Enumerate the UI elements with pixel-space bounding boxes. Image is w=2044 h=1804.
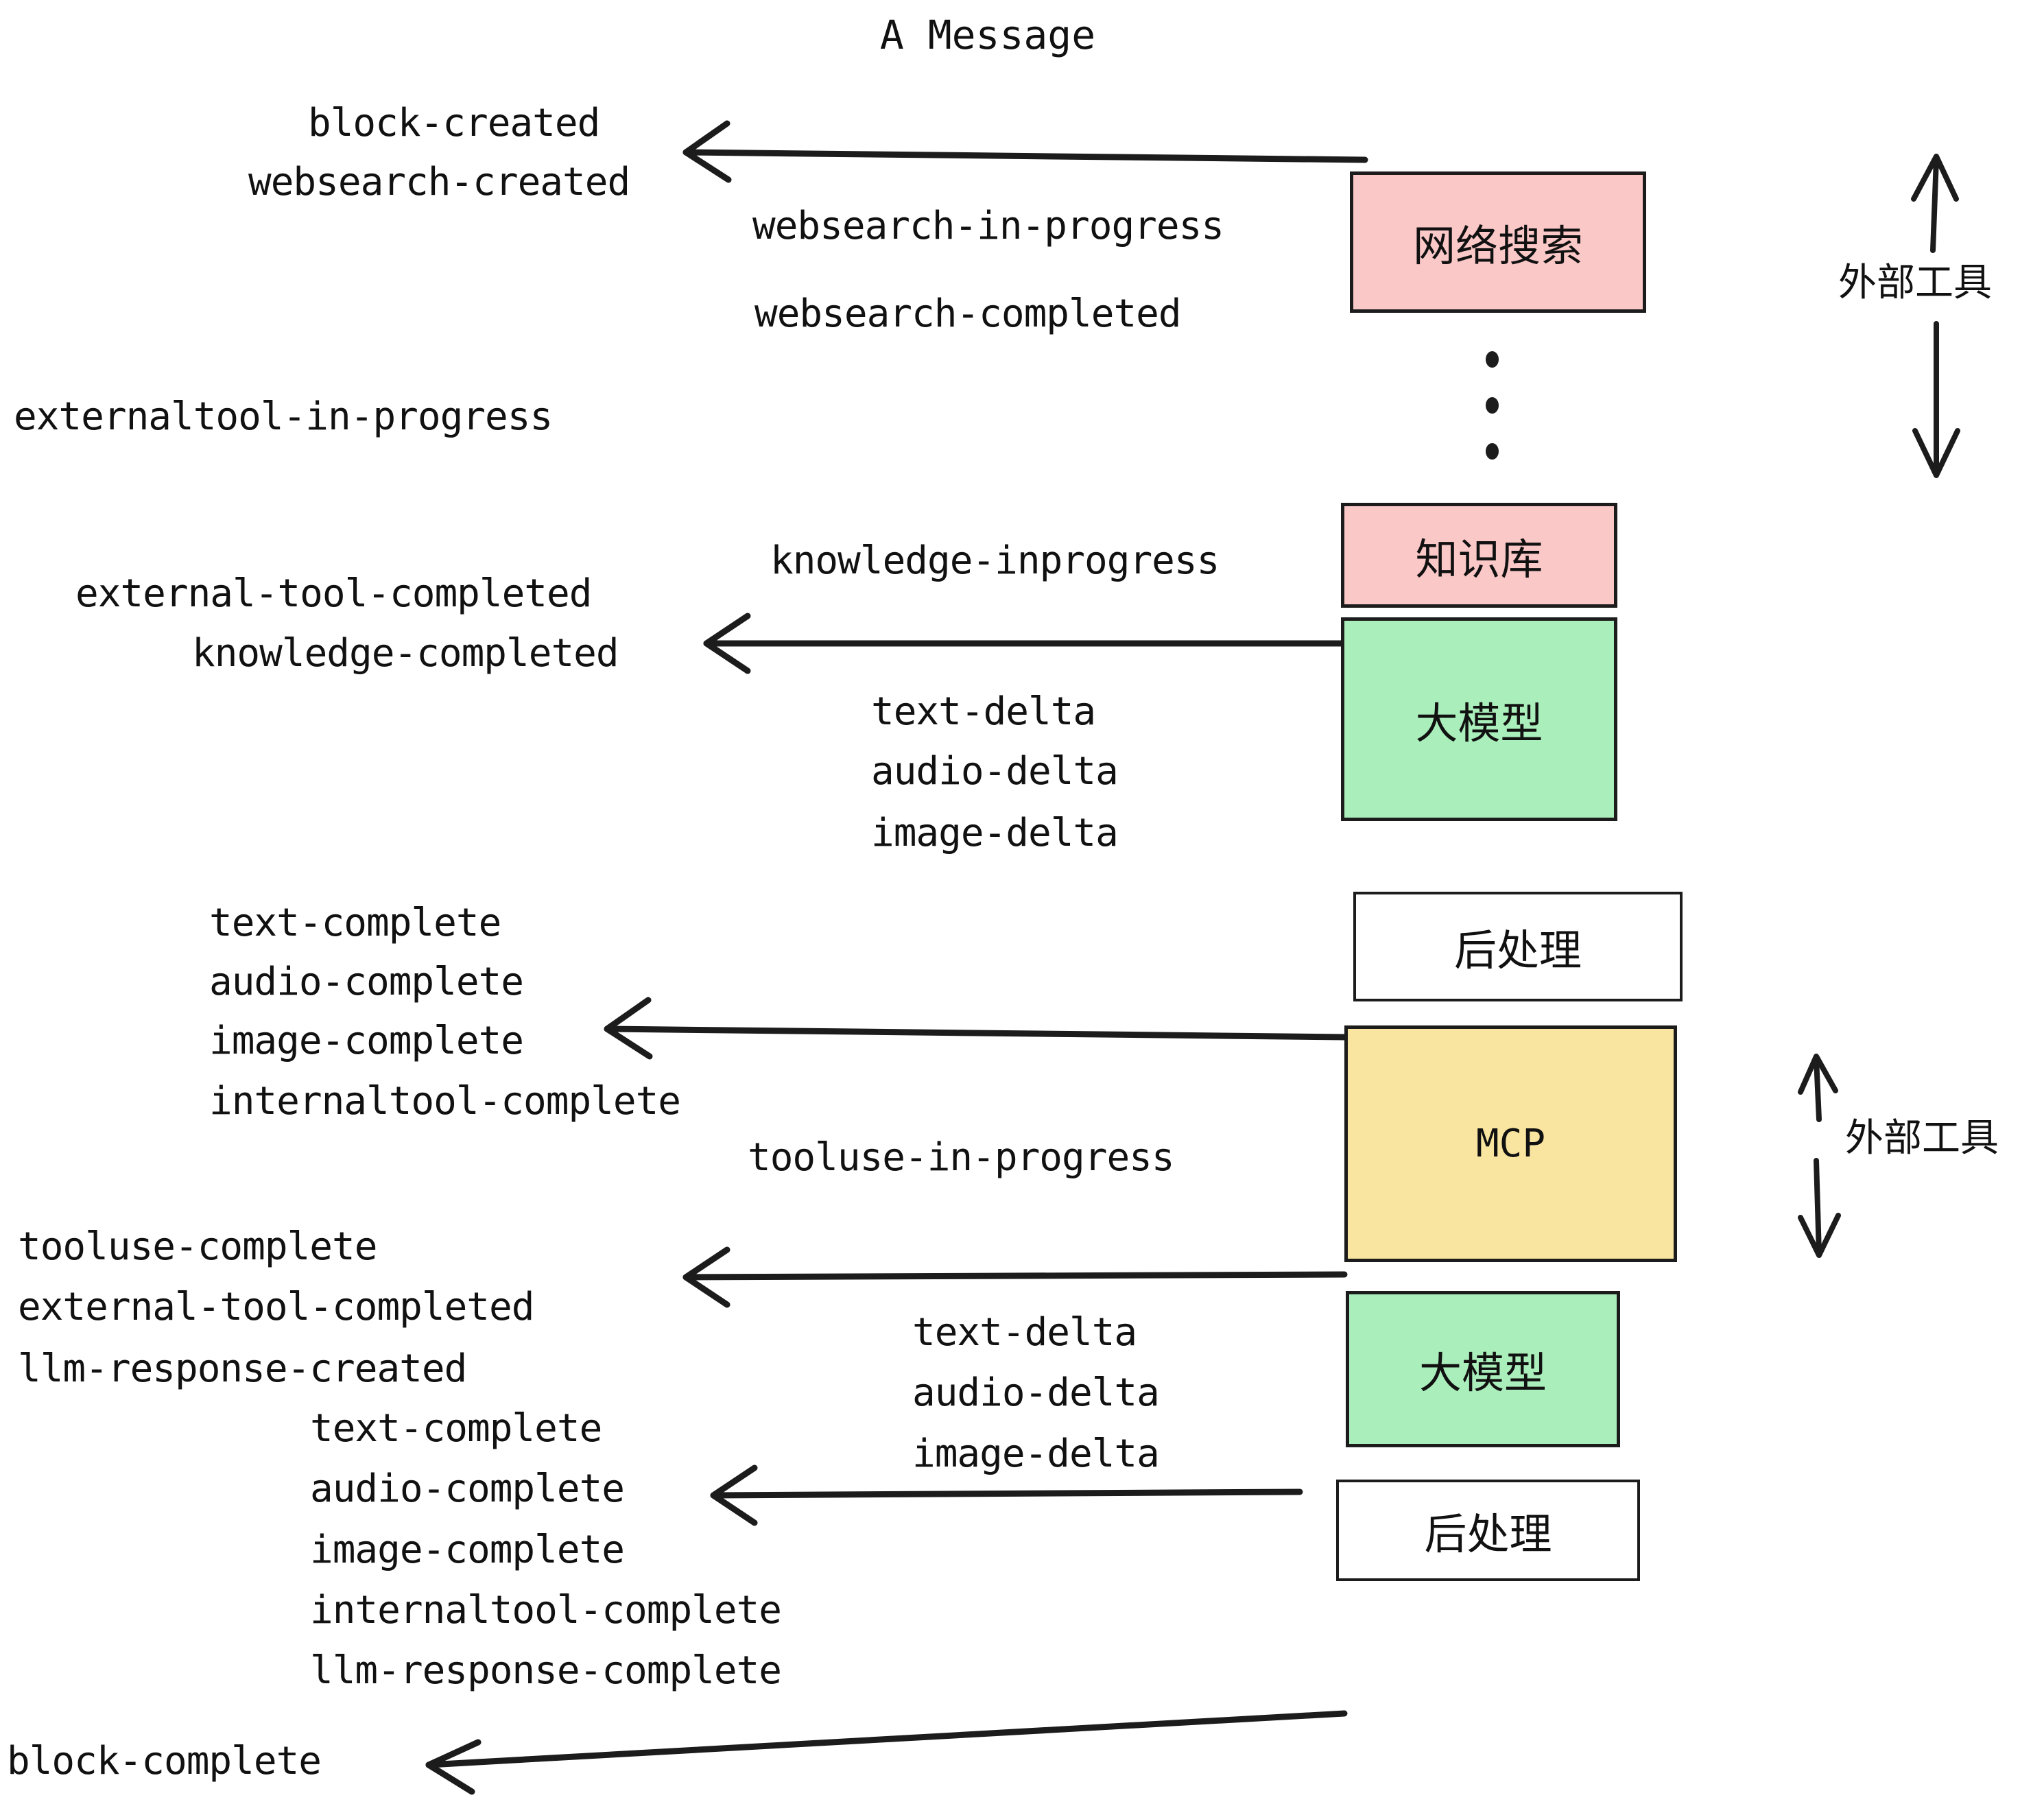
event-audio-complete-2: audio-complete <box>310 1467 625 1511</box>
event-tooluse-complete: tooluse-complete <box>18 1224 377 1269</box>
event-block-complete: block-complete <box>7 1739 322 1783</box>
node-mcp[interactable]: MCP <box>1344 1025 1677 1262</box>
event-audio-delta-1: audio-delta <box>871 749 1119 794</box>
arrow-block-complete <box>425 1710 1348 1795</box>
node-postprocess-first-label: 后处理 <box>1453 925 1582 975</box>
event-websearch-in-progress: websearch-in-progress <box>752 204 1224 248</box>
external-tool-label-top: 外部工具 <box>1838 261 1992 305</box>
event-image-complete-1: image-complete <box>209 1019 524 1063</box>
event-image-delta-1: image-delta <box>871 811 1119 855</box>
external-tool-range-top <box>1911 154 1960 478</box>
event-external-tool-completed-2: external-tool-completed <box>18 1285 534 1329</box>
node-knowledge[interactable]: 知识库 <box>1341 503 1617 608</box>
arrow-knowledge-completed <box>703 613 1368 674</box>
arrow-image-complete <box>604 997 1348 1060</box>
external-tool-range-bottom <box>1798 1054 1841 1258</box>
external-tool-label-bottom: 外部工具 <box>1845 1116 1999 1161</box>
ellipsis-dot <box>1485 397 1499 414</box>
event-audio-complete-1: audio-complete <box>209 960 524 1004</box>
diagram-title: A Message <box>879 12 1096 58</box>
arrow-tooluse-complete <box>682 1246 1348 1308</box>
node-postprocess-second-label: 后处理 <box>1424 1509 1552 1559</box>
event-image-delta-2: image-delta <box>912 1432 1160 1476</box>
node-llm-second[interactable]: 大模型 <box>1346 1291 1620 1447</box>
event-internaltool-complete-1: internaltool-complete <box>209 1079 681 1124</box>
event-block-created: block-created <box>308 101 600 145</box>
node-mcp-label: MCP <box>1475 1121 1546 1166</box>
node-postprocess-second[interactable]: 后处理 <box>1336 1480 1640 1581</box>
arrow-audio-complete <box>710 1464 1303 1526</box>
ellipsis-vertical <box>1484 351 1500 460</box>
event-external-tool-completed-1: external-tool-completed <box>75 571 592 616</box>
node-llm-second-label: 大模型 <box>1418 1348 1547 1398</box>
event-websearch-completed: websearch-completed <box>754 292 1182 336</box>
arrow-websearch-created <box>682 120 1368 183</box>
event-knowledge-inprogress: knowledge-inprogress <box>770 538 1220 583</box>
event-websearch-created: websearch-created <box>248 160 630 204</box>
event-audio-delta-2: audio-delta <box>912 1370 1160 1415</box>
node-llm-first-label: 大模型 <box>1415 698 1543 748</box>
event-image-complete-2: image-complete <box>310 1528 625 1572</box>
node-websearch[interactable]: 网络搜索 <box>1350 171 1646 313</box>
event-text-delta-1: text-delta <box>871 689 1096 734</box>
node-postprocess-first[interactable]: 后处理 <box>1353 892 1683 1001</box>
node-knowledge-label: 知识库 <box>1415 534 1543 584</box>
event-llm-response-created: llm-response-created <box>18 1346 467 1391</box>
event-text-complete-2: text-complete <box>310 1406 602 1451</box>
ellipsis-dot <box>1485 351 1499 368</box>
event-tooluse-in-progress: tooluse-in-progress <box>748 1135 1175 1180</box>
event-llm-response-complete: llm-response-complete <box>310 1648 782 1693</box>
event-externaltool-in-progress: externaltool-in-progress <box>14 394 553 439</box>
event-text-delta-2: text-delta <box>912 1310 1137 1355</box>
event-knowledge-completed: knowledge-completed <box>192 631 619 676</box>
ellipsis-dot <box>1485 443 1499 460</box>
node-llm-first[interactable]: 大模型 <box>1341 617 1617 821</box>
event-internaltool-complete-2: internaltool-complete <box>310 1588 782 1633</box>
node-websearch-label: 网络搜索 <box>1412 221 1583 271</box>
event-text-complete-1: text-complete <box>209 901 501 945</box>
